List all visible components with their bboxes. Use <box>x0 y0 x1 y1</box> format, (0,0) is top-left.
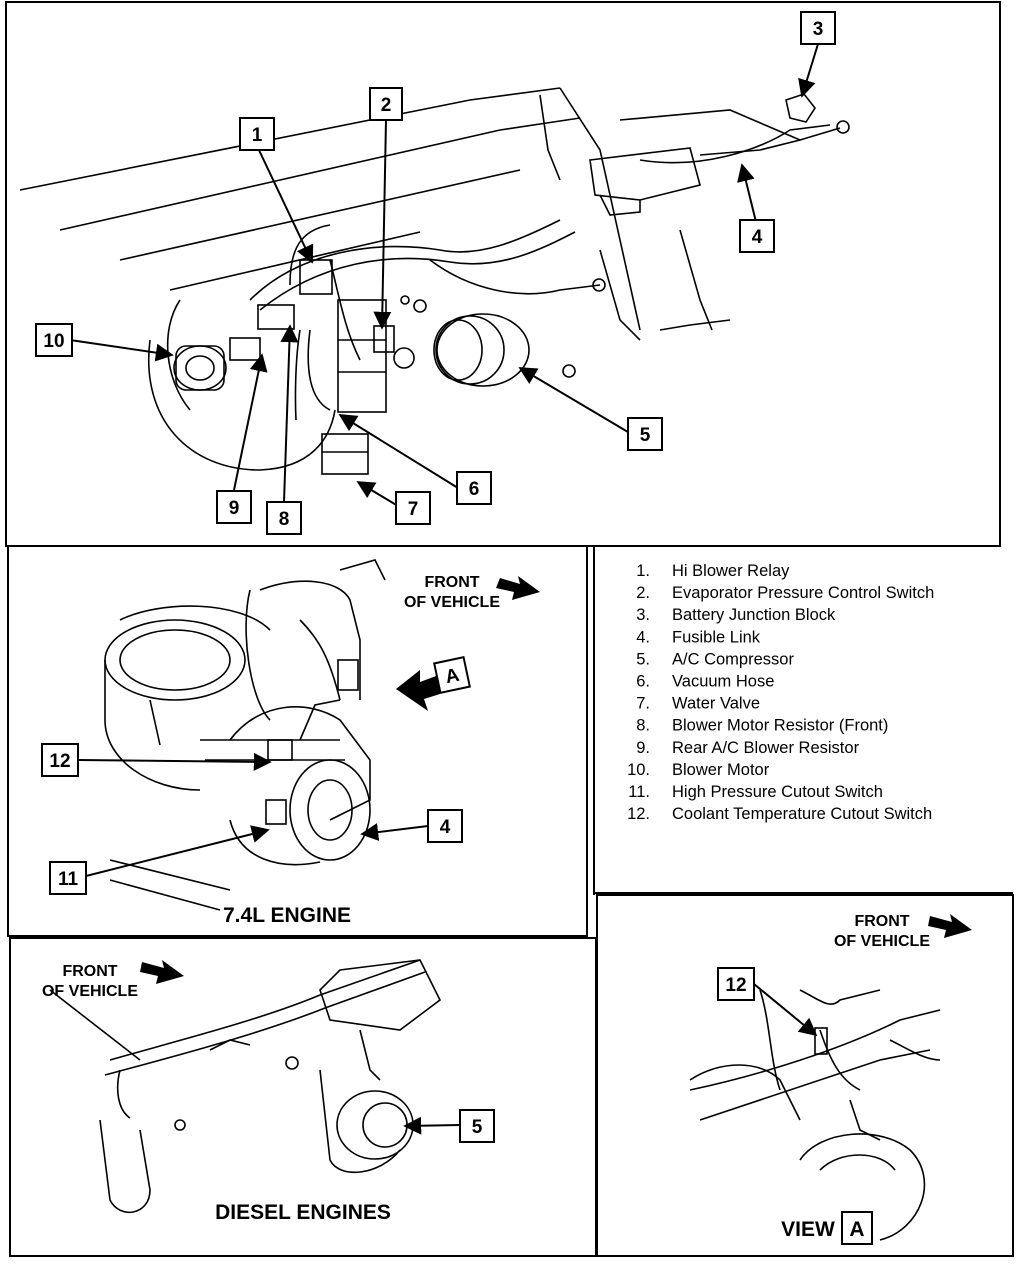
legend-item-number: 10. <box>627 761 650 779</box>
view-a-callouts: 12 <box>717 967 755 1001</box>
diesel-front-label-line1: FRONT <box>62 963 117 980</box>
legend-item-number: 1. <box>636 562 650 580</box>
callout-4: 4 <box>739 219 775 253</box>
callout-9-label: 9 <box>229 498 240 519</box>
callout-8: 8 <box>266 501 302 535</box>
view-a-front-label-line1: FRONT <box>854 913 909 930</box>
legend-item-number: 3. <box>636 606 650 624</box>
engine-74-front-of-vehicle: FRONT OF VEHICLE <box>404 574 540 611</box>
legend-item-label: Vacuum Hose <box>672 673 774 691</box>
callout-74-4: 4 <box>427 809 463 843</box>
legend-item-number: 11. <box>628 783 650 801</box>
callout-3: 3 <box>800 11 836 45</box>
view-a-panel-frame <box>596 894 1014 1257</box>
callout-5: 5 <box>627 417 663 451</box>
diesel-front-arrow-icon <box>140 960 184 984</box>
diesel-leaders <box>403 1116 461 1135</box>
engine-compartment-illustration <box>19 87 850 475</box>
legend-item-label: High Pressure Cutout Switch <box>672 783 883 801</box>
callout-7: 7 <box>395 491 431 525</box>
view-a-front-label-line2: OF VEHICLE <box>834 933 930 950</box>
view-a-caption-label: VIEW <box>781 1218 835 1241</box>
view-a-indicator: A <box>396 656 471 711</box>
diesel-front-label-line2: OF VEHICLE <box>42 983 138 1000</box>
callout-4-label: 4 <box>752 227 763 248</box>
legend-item-label: Evaporator Pressure Control Switch <box>672 584 934 602</box>
callout-2: 2 <box>369 87 403 121</box>
legend-item-label: Water Valve <box>672 695 760 713</box>
diesel-front-of-vehicle: FRONT OF VEHICLE <box>42 960 184 1000</box>
engine-74-front-label-line1: FRONT <box>424 574 479 591</box>
legend-item-label: Blower Motor Resistor (Front) <box>672 717 888 735</box>
callout-5-label: 5 <box>640 425 651 446</box>
callout-view-12: 12 <box>717 967 755 1001</box>
legend-item-label: Fusible Link <box>672 628 761 646</box>
legend-item-label: Hi Blower Relay <box>672 562 790 580</box>
legend-item-number: 2. <box>636 584 650 602</box>
callout-6-label: 6 <box>469 479 480 500</box>
legend-item-number: 12. <box>627 805 650 823</box>
engine-74-panel-frame <box>7 545 588 937</box>
engine-74-front-arrow-icon <box>496 576 540 600</box>
callout-9: 9 <box>216 490 252 524</box>
legend-item-label: A/C Compressor <box>672 650 794 668</box>
view-a-leaders <box>753 983 818 1037</box>
panel-frames <box>5 1 1014 1257</box>
callout-74-4-label: 4 <box>440 817 451 838</box>
diesel-illustration <box>49 959 442 1214</box>
engine-74-illustration <box>104 559 386 911</box>
top-panel-callouts: 1 2 3 4 5 6 7 8 <box>35 11 836 535</box>
callout-diesel-5-label: 5 <box>472 1117 483 1138</box>
legend-item-label: Blower Motor <box>672 761 770 779</box>
legend-item-number: 4. <box>636 628 650 646</box>
callout-7-label: 7 <box>408 499 419 520</box>
legend-item-number: 8. <box>636 717 650 735</box>
callout-10-label: 10 <box>43 331 64 352</box>
callout-1: 1 <box>239 117 275 151</box>
view-a-front-arrow-icon <box>928 914 972 938</box>
callout-view-12-label: 12 <box>725 975 746 996</box>
view-a-caption-letter: A <box>849 1218 864 1241</box>
legend-item-number: 9. <box>636 739 650 757</box>
callout-74-12-label: 12 <box>49 751 70 772</box>
engine-74-leaders <box>77 752 429 877</box>
callout-10: 10 <box>35 323 73 357</box>
legend-item-number: 7. <box>636 695 650 713</box>
view-a-indicator-label: A <box>443 665 461 688</box>
view-a-illustration <box>689 989 941 1241</box>
top-panel-frame <box>5 1 1001 547</box>
callout-6: 6 <box>456 471 492 505</box>
legend: 1. Hi Blower Relay 2. Evaporator Pressure C… <box>627 562 934 823</box>
legend-item-number: 6. <box>636 673 650 691</box>
engine-74-callouts: 12 11 4 <box>41 743 463 895</box>
legend-item-label: Rear A/C Blower Resistor <box>672 739 860 757</box>
callout-2-label: 2 <box>381 95 392 116</box>
legend-item-label: Battery Junction Block <box>672 606 836 624</box>
view-a-front-of-vehicle: FRONT OF VEHICLE <box>834 913 972 950</box>
callout-8-label: 8 <box>279 509 290 530</box>
callout-3-label: 3 <box>813 19 824 40</box>
callout-diesel-5: 5 <box>459 1109 495 1143</box>
legend-item-number: 5. <box>636 650 650 668</box>
legend-item-label: Coolant Temperature Cutout Switch <box>672 805 932 823</box>
callout-74-11-label: 11 <box>58 869 79 890</box>
engine-74-front-label-line2: OF VEHICLE <box>404 594 500 611</box>
callout-74-11: 11 <box>49 861 87 895</box>
view-a-caption: VIEW A <box>781 1211 873 1245</box>
callout-1-label: 1 <box>252 125 263 146</box>
callout-74-12: 12 <box>41 743 79 777</box>
top-panel-leaders <box>69 43 819 507</box>
diesel-callouts: 5 <box>459 1109 495 1143</box>
engine-74-caption: 7.4L ENGINE <box>223 904 351 927</box>
diesel-caption: DIESEL ENGINES <box>215 1201 391 1224</box>
view-a-caption-box <box>841 1211 873 1245</box>
